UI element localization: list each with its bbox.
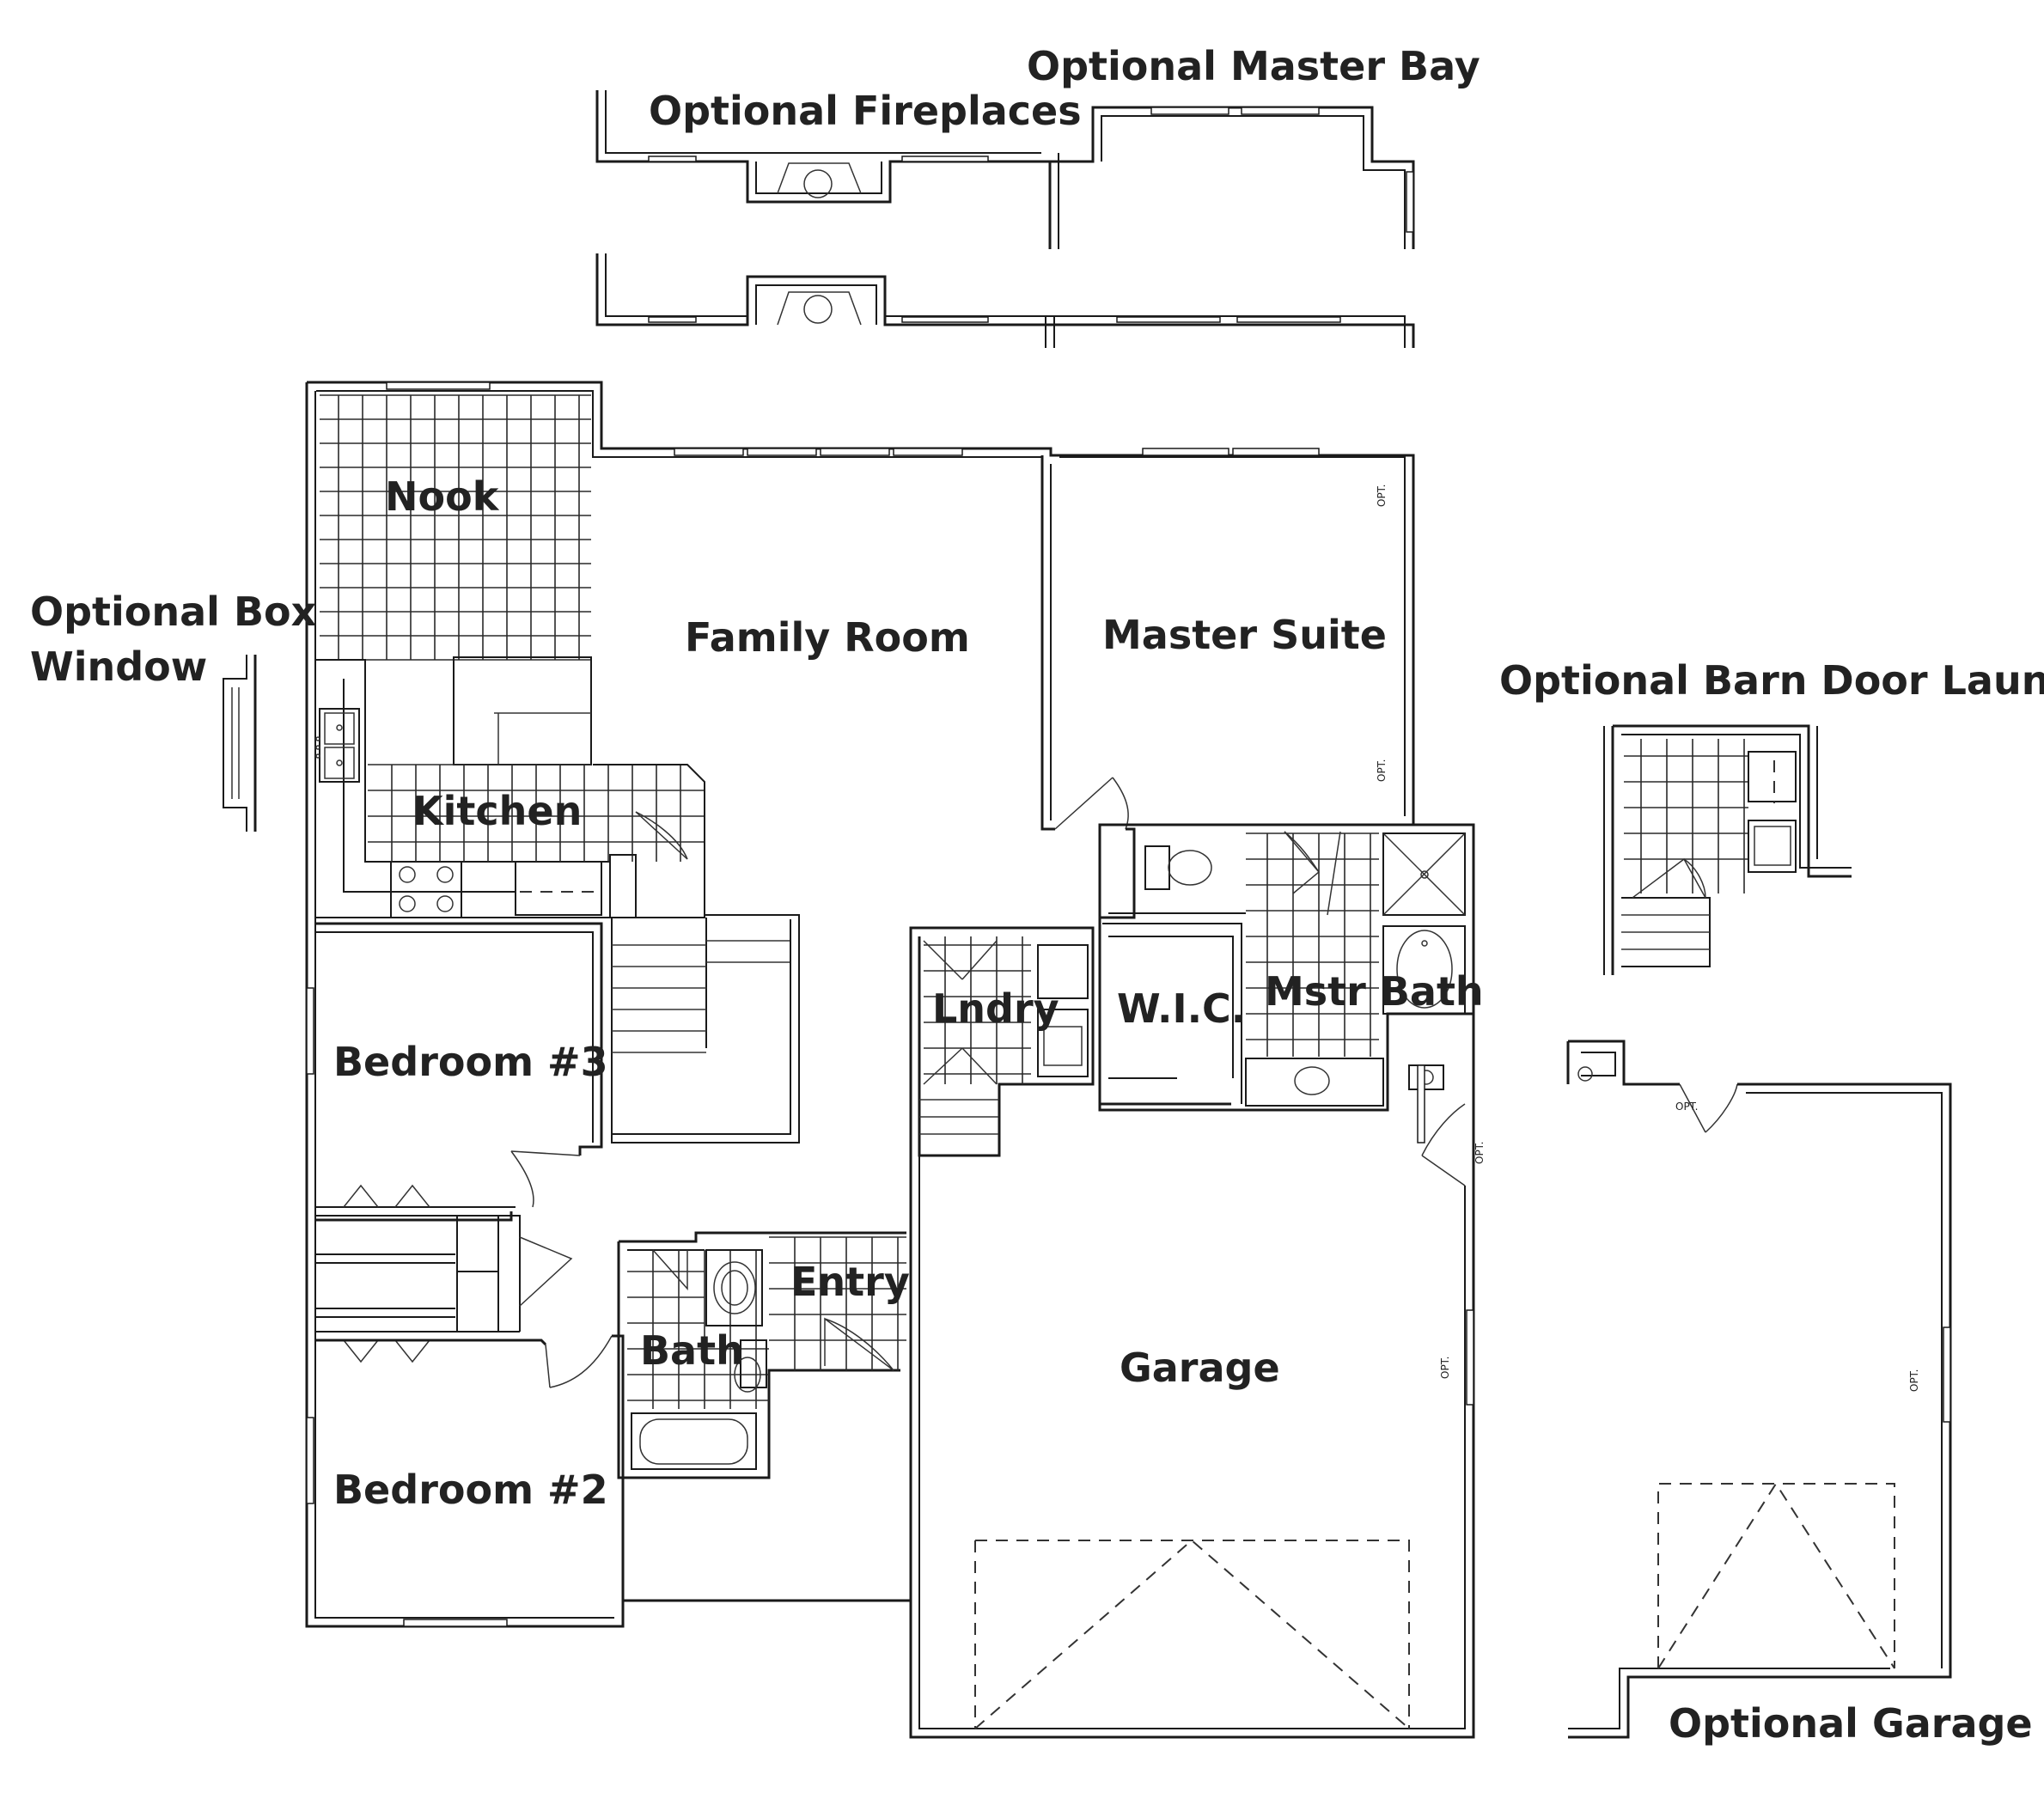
opt-mark: OPT. (1675, 1101, 1698, 1113)
room-label-bedroom3: Bedroom #3 (333, 1039, 608, 1085)
optional-master-bay-label: Optional Master Bay (1027, 43, 1480, 89)
opt-mark: OPT. (1376, 485, 1388, 507)
optional-box-window-label-line2: Window (30, 643, 207, 690)
room-label-laundry: Lndry (932, 985, 1059, 1032)
optional-fireplaces-bay-detail (595, 90, 1415, 348)
opt-mark: OPT. (1474, 1142, 1486, 1164)
room-label-kitchen: Kitchen (412, 788, 582, 834)
nook-tile-grid (320, 394, 591, 661)
laundry (909, 926, 1095, 1157)
optional-garage-detail: OPT. OPT. (1566, 1040, 1952, 1739)
optional-fireplaces-label: Optional Fireplaces (649, 88, 1082, 134)
entry (769, 1236, 906, 1371)
opt-mark: OPT. (1439, 1357, 1451, 1379)
room-label-nook: Nook (385, 473, 500, 520)
room-label-bath: Bath (640, 1327, 744, 1374)
main-house: OPT. OPT. OPT. OPT. (305, 381, 1486, 1739)
room-label-bedroom2: Bedroom #2 (333, 1467, 608, 1513)
opt-mark: OPT. (1908, 1369, 1920, 1392)
kitchen-area (315, 656, 705, 918)
room-label-master-bath: Mstr Bath (1265, 968, 1484, 1015)
room-label-master-suite: Master Suite (1102, 612, 1387, 658)
optional-box-window-detail (223, 655, 257, 832)
stairs (611, 914, 800, 1143)
optional-barn-door-laundry-detail (1603, 724, 1852, 975)
room-label-entry: Entry (790, 1259, 910, 1305)
room-label-garage: Garage (1120, 1345, 1280, 1391)
hall-bath (617, 1231, 906, 1479)
opt-mark: OPT. (1376, 759, 1388, 782)
garage (918, 1064, 1474, 1729)
master-bath-wic (1098, 823, 1474, 1112)
optional-barn-door-laundry-label: Optional Barn Door Laundry (1499, 657, 2044, 704)
room-label-family-room: Family Room (685, 614, 970, 661)
optional-box-window-label: Optional Box (30, 589, 316, 635)
room-label-wic: W.I.C. (1117, 985, 1246, 1032)
bedroom-closets (315, 1184, 573, 1363)
optional-garage-label: Optional Garage (1669, 1700, 2033, 1747)
